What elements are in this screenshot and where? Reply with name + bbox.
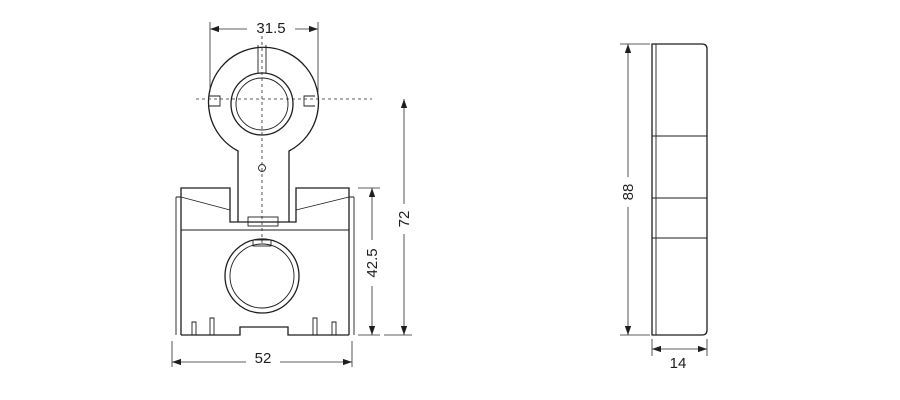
base-bottom (181, 326, 349, 336)
dim-label-base-height: 42.5 (364, 248, 381, 277)
dim-label-overall-height: 72 (396, 211, 413, 228)
dimension-overall-height: 72 (384, 99, 414, 336)
base-hole-inner (229, 243, 295, 309)
clip-4 (331, 321, 337, 335)
dim-label-hole-width: 31.5 (256, 20, 285, 37)
dim-label-base-width: 52 (255, 350, 272, 367)
clip-2 (209, 317, 215, 335)
base-outline (180, 187, 350, 335)
side-outline (651, 43, 708, 336)
base-top-ledge-left (176, 196, 231, 211)
dim-label-side-height: 88 (620, 184, 637, 201)
base-hole-outer (224, 238, 300, 314)
front-view (175, 30, 372, 336)
dimension-base-width: 52 (171, 341, 353, 368)
clip-3 (312, 317, 318, 335)
arm-notch-left (209, 95, 221, 107)
side-view (651, 43, 708, 336)
base-top-ledge-right (295, 196, 354, 211)
dimension-side-height: 88 (618, 43, 650, 336)
arm-notch-right (303, 95, 315, 107)
clip-1 (191, 321, 197, 335)
dimension-side-thickness: 14 (651, 339, 708, 372)
dimension-hole-width: 31.5 (209, 18, 319, 92)
dimension-base-height: 42.5 (358, 187, 382, 336)
arm-outline (207, 46, 320, 222)
dim-label-side-thickness: 14 (670, 355, 687, 372)
arm-joint-tab (247, 216, 279, 227)
